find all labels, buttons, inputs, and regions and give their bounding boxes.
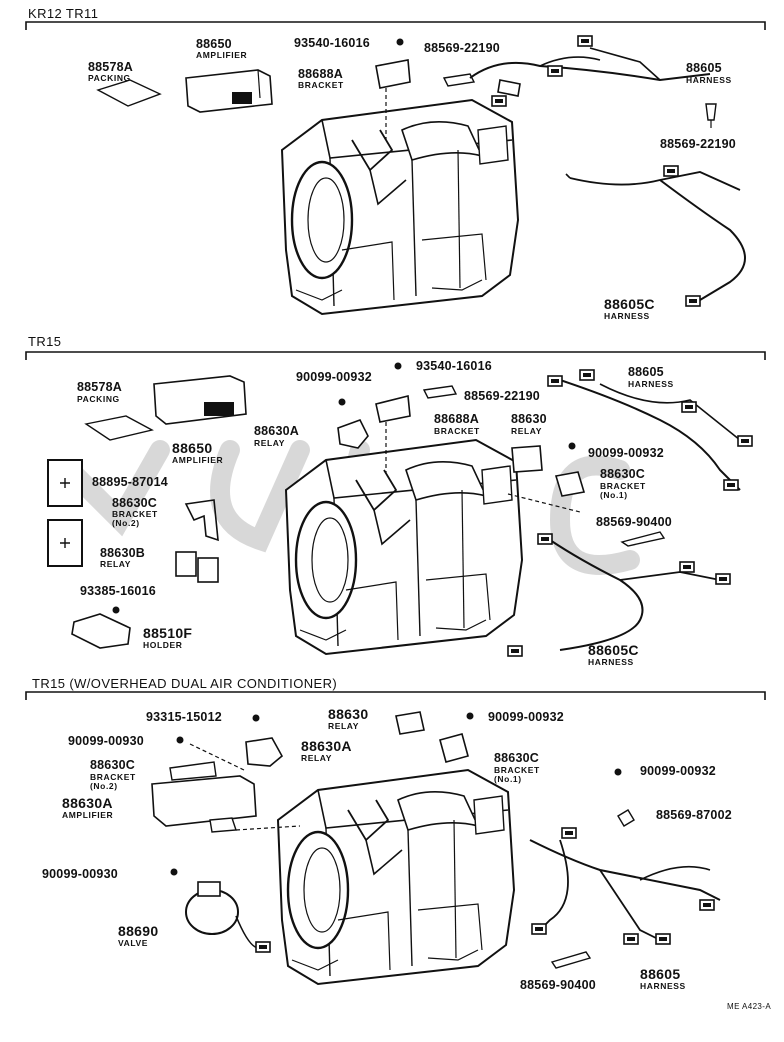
part-number: 88630 xyxy=(511,412,547,426)
part-number: 88569-22190 xyxy=(660,137,736,151)
section-title: KR12 TR11 xyxy=(28,6,99,21)
part-number: 90099-00932 xyxy=(296,370,372,384)
part-number: 88688A xyxy=(434,412,479,426)
part-number: 88569-22190 xyxy=(424,41,500,55)
part-desc: HARNESS xyxy=(628,379,674,389)
part-number: 88605 xyxy=(628,365,664,379)
part-number: 88630A xyxy=(301,738,352,754)
part-number: 88690 xyxy=(118,923,159,939)
part-desc: PACKING xyxy=(88,73,131,83)
part-number: 90099-00932 xyxy=(588,446,664,460)
part-number: 88510F xyxy=(143,625,193,641)
part-desc: BRACKET xyxy=(600,481,646,491)
part-desc: BRACKET xyxy=(90,772,136,782)
section-title: TR15 (W/OVERHEAD DUAL AIR CONDITIONER) xyxy=(32,676,338,691)
part-desc: AMPLIFIER xyxy=(172,455,224,465)
part-number: 88569-90400 xyxy=(520,978,596,992)
part-number: 90099-00932 xyxy=(488,710,564,724)
part-note: (No.2) xyxy=(112,518,140,528)
part-desc: HARNESS xyxy=(588,657,634,667)
part-number: 90099-00930 xyxy=(42,867,118,881)
section-title: TR15 xyxy=(28,334,62,349)
part-number: 88605 xyxy=(686,61,722,75)
part-desc: HOLDER xyxy=(143,640,183,650)
part-number: 88605 xyxy=(640,966,681,982)
part-number: 88630C xyxy=(90,758,135,772)
part-number: 88605C xyxy=(604,296,655,312)
part-number: 88578A xyxy=(77,380,122,394)
part-number: 93315-15012 xyxy=(146,710,222,724)
part-note: (No.1) xyxy=(494,774,522,784)
part-number: 88569-90400 xyxy=(596,515,672,529)
part-number: 88630 xyxy=(328,706,369,722)
part-desc: PACKING xyxy=(77,394,120,404)
part-note: (No.1) xyxy=(600,490,628,500)
part-number: 88569-87002 xyxy=(656,808,732,822)
part-desc: BRACKET xyxy=(112,509,158,519)
part-desc: HARNESS xyxy=(640,981,686,991)
part-desc: BRACKET xyxy=(298,80,344,90)
part-desc: RELAY xyxy=(511,426,543,436)
part-number: 88630C xyxy=(112,496,157,510)
part-number: 90099-00932 xyxy=(640,764,716,778)
drawing-code: ME A423-A xyxy=(727,1002,772,1011)
part-desc: AMPLIFIER xyxy=(62,810,114,820)
part-desc: HARNESS xyxy=(686,75,732,85)
part-number: 88895-87014 xyxy=(92,475,168,489)
part-desc: AMPLIFIER xyxy=(196,50,248,60)
part-number: 88630B xyxy=(100,546,145,560)
part-desc: RELAY xyxy=(301,753,333,763)
part-number: 90099-00930 xyxy=(68,734,144,748)
part-number: 93540-16016 xyxy=(294,36,370,50)
part-number: 88605C xyxy=(588,642,639,658)
part-desc: HARNESS xyxy=(604,311,650,321)
part-number: 88688A xyxy=(298,67,343,81)
part-number: 88569-22190 xyxy=(464,389,540,403)
part-desc: RELAY xyxy=(328,721,360,731)
part-desc: RELAY xyxy=(100,559,132,569)
part-desc: BRACKET xyxy=(434,426,480,436)
part-number: 93385-16016 xyxy=(80,584,156,598)
part-desc: RELAY xyxy=(254,438,286,448)
part-number: 88630C xyxy=(600,467,645,481)
part-number: 88650 xyxy=(172,440,213,456)
part-number: 88578A xyxy=(88,60,133,74)
part-number: 88630C xyxy=(494,751,539,765)
part-number: 93540-16016 xyxy=(416,359,492,373)
part-number: 88630A xyxy=(62,795,113,811)
part-desc: BRACKET xyxy=(494,765,540,775)
part-number: 88650 xyxy=(196,37,232,51)
part-note: (No.2) xyxy=(90,781,118,791)
part-desc: VALVE xyxy=(118,938,149,948)
part-number: 88630A xyxy=(254,424,299,438)
